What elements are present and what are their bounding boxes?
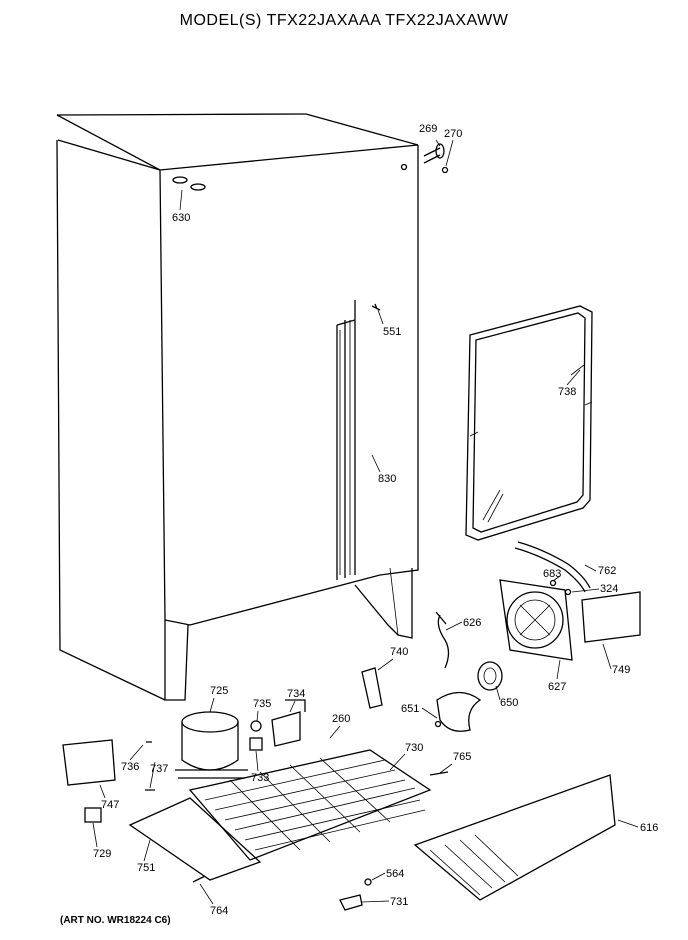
part-label: 729 bbox=[93, 848, 111, 860]
cover-panel bbox=[581, 591, 641, 643]
part-label: 751 bbox=[137, 862, 155, 874]
fan-blade bbox=[436, 691, 482, 732]
screw bbox=[371, 303, 381, 311]
relay bbox=[361, 667, 383, 709]
fastener bbox=[192, 875, 206, 883]
part-label: 830 bbox=[378, 473, 396, 485]
grille bbox=[413, 774, 616, 901]
capacitor bbox=[84, 807, 102, 823]
drain-tube bbox=[514, 547, 586, 593]
mount-bracket bbox=[62, 739, 116, 786]
condenser-fan-motor bbox=[477, 661, 503, 691]
part-labels: 269 270 630 551 738 830 762 683 324 626 … bbox=[93, 123, 658, 917]
bracket bbox=[271, 699, 306, 747]
hinge-pin bbox=[423, 139, 454, 174]
part-label: 616 bbox=[640, 822, 658, 834]
part-label: 747 bbox=[101, 799, 119, 811]
compressor bbox=[175, 711, 248, 779]
part-label: 730 bbox=[405, 742, 423, 754]
part-label: 731 bbox=[390, 896, 408, 908]
part-label: 627 bbox=[548, 681, 566, 693]
part-label: 683 bbox=[543, 568, 561, 580]
part-label: 765 bbox=[453, 751, 471, 763]
part-label: 734 bbox=[287, 688, 305, 700]
mullion-trim bbox=[336, 300, 356, 580]
part-label: 650 bbox=[500, 697, 518, 709]
base-tray bbox=[128, 797, 262, 881]
part-label: 740 bbox=[390, 646, 408, 658]
clamp bbox=[429, 771, 449, 776]
condenser-coil bbox=[188, 749, 432, 861]
part-label: 630 bbox=[172, 212, 190, 224]
leader-lines bbox=[92, 189, 639, 905]
sensor bbox=[435, 611, 450, 669]
clip bbox=[339, 894, 363, 911]
diagram-title: MODEL(S) TFX22JAXAAA TFX22JAXAWW bbox=[179, 12, 509, 29]
part-label: 738 bbox=[558, 386, 576, 398]
hinge-slot bbox=[190, 183, 206, 191]
door-gasket bbox=[465, 305, 593, 541]
part-label: 260 bbox=[332, 713, 350, 725]
part-label: 270 bbox=[444, 128, 462, 140]
part-label: 551 bbox=[383, 326, 401, 338]
part-label: 269 bbox=[419, 123, 437, 135]
part-label: 764 bbox=[210, 905, 228, 917]
art-number: (ART NO. WR18224 C6) bbox=[60, 915, 171, 926]
part-label: 733 bbox=[251, 772, 269, 784]
part-label: 324 bbox=[600, 583, 618, 595]
part-label: 725 bbox=[210, 685, 228, 697]
part-label: 762 bbox=[598, 565, 616, 577]
part-label: 736 bbox=[121, 761, 139, 773]
hinge-slot bbox=[172, 176, 188, 184]
part-label: 735 bbox=[253, 698, 271, 710]
part-label: 564 bbox=[386, 868, 404, 880]
cabinet bbox=[56, 113, 419, 701]
part-label: 749 bbox=[612, 664, 630, 676]
part-label: 651 bbox=[401, 703, 419, 715]
fan-shroud bbox=[499, 579, 573, 661]
part-label: 626 bbox=[463, 617, 481, 629]
